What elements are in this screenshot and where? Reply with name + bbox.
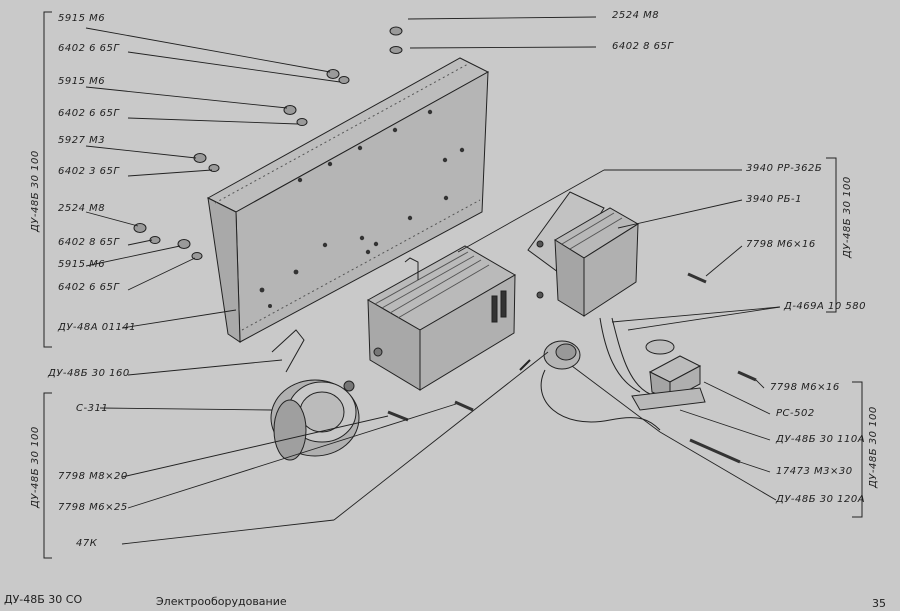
label-part: 17473 М3×30: [776, 466, 853, 477]
right-upper-bracket: [826, 157, 837, 313]
label-part: Д-469А 10 580: [784, 301, 867, 312]
page-number: 35: [872, 597, 886, 610]
left-upper-bracket: [43, 11, 52, 348]
label-part: 6402 3 65Г: [58, 166, 120, 177]
label-part: 3940 РР-362Б: [746, 163, 823, 174]
bracket-label: ДУ-48Б 30 100: [842, 176, 853, 258]
relay-box: [366, 245, 516, 391]
label-part: 6402 6 65Г: [58, 108, 120, 119]
label-part: ДУ-48А 01141: [58, 322, 137, 333]
footer-title: Электрооборудование: [156, 595, 287, 608]
terminal-block: [519, 317, 661, 431]
label-part: 6402 8 65Г: [612, 41, 674, 52]
top-right-fasteners: [389, 26, 403, 54]
voltage-regulator: [527, 191, 639, 317]
label-part: ДУ-48Б 30 110А: [776, 434, 866, 445]
label-part: 7798 М6×25: [58, 502, 128, 513]
label-part: 7798 М6×16: [746, 239, 816, 250]
label-part: 3940 РБ-1: [746, 194, 802, 205]
left-lower-bracket: [43, 392, 52, 559]
footer-code: ДУ-48Б 30 СО: [4, 593, 83, 606]
label-part: 5915 М6: [58, 13, 106, 24]
label-part: 2524 М8: [58, 203, 106, 214]
label-part: РС-502: [776, 408, 815, 419]
label-part: ДУ-48Б 30 120А: [776, 494, 866, 505]
label-part: 6402 6 65Г: [58, 43, 120, 54]
label-part: 6402 8 65Г: [58, 237, 120, 248]
horn: [270, 329, 360, 461]
bracket-label: ДУ-48Б 30 100: [868, 406, 879, 488]
label-part: С-311: [76, 403, 109, 414]
relay-rs502: [631, 339, 706, 411]
label-part: 5915 М6: [58, 76, 106, 87]
label-part: 5927 М3: [58, 135, 106, 146]
mounting-panel: [206, 57, 490, 343]
left-fasteners: [133, 69, 350, 260]
right-lower-bracket: [852, 381, 863, 518]
bracket-label: ДУ-48Б 30 100: [30, 150, 41, 232]
screws: [387, 272, 757, 464]
bracket-label: ДУ-48Б 30 100: [30, 426, 41, 508]
label-part: 47К: [76, 538, 98, 549]
leader-lines: [85, 16, 781, 545]
label-part: 7798 М6×16: [770, 382, 840, 393]
label-part: 6402 6 65Г: [58, 282, 120, 293]
label-part: ДУ-48Б 30 160: [48, 368, 130, 379]
label-part: 2524 М8: [612, 10, 660, 21]
label-part: 7798 М8×20: [58, 471, 128, 482]
label-part: 5915 М6: [58, 259, 106, 270]
